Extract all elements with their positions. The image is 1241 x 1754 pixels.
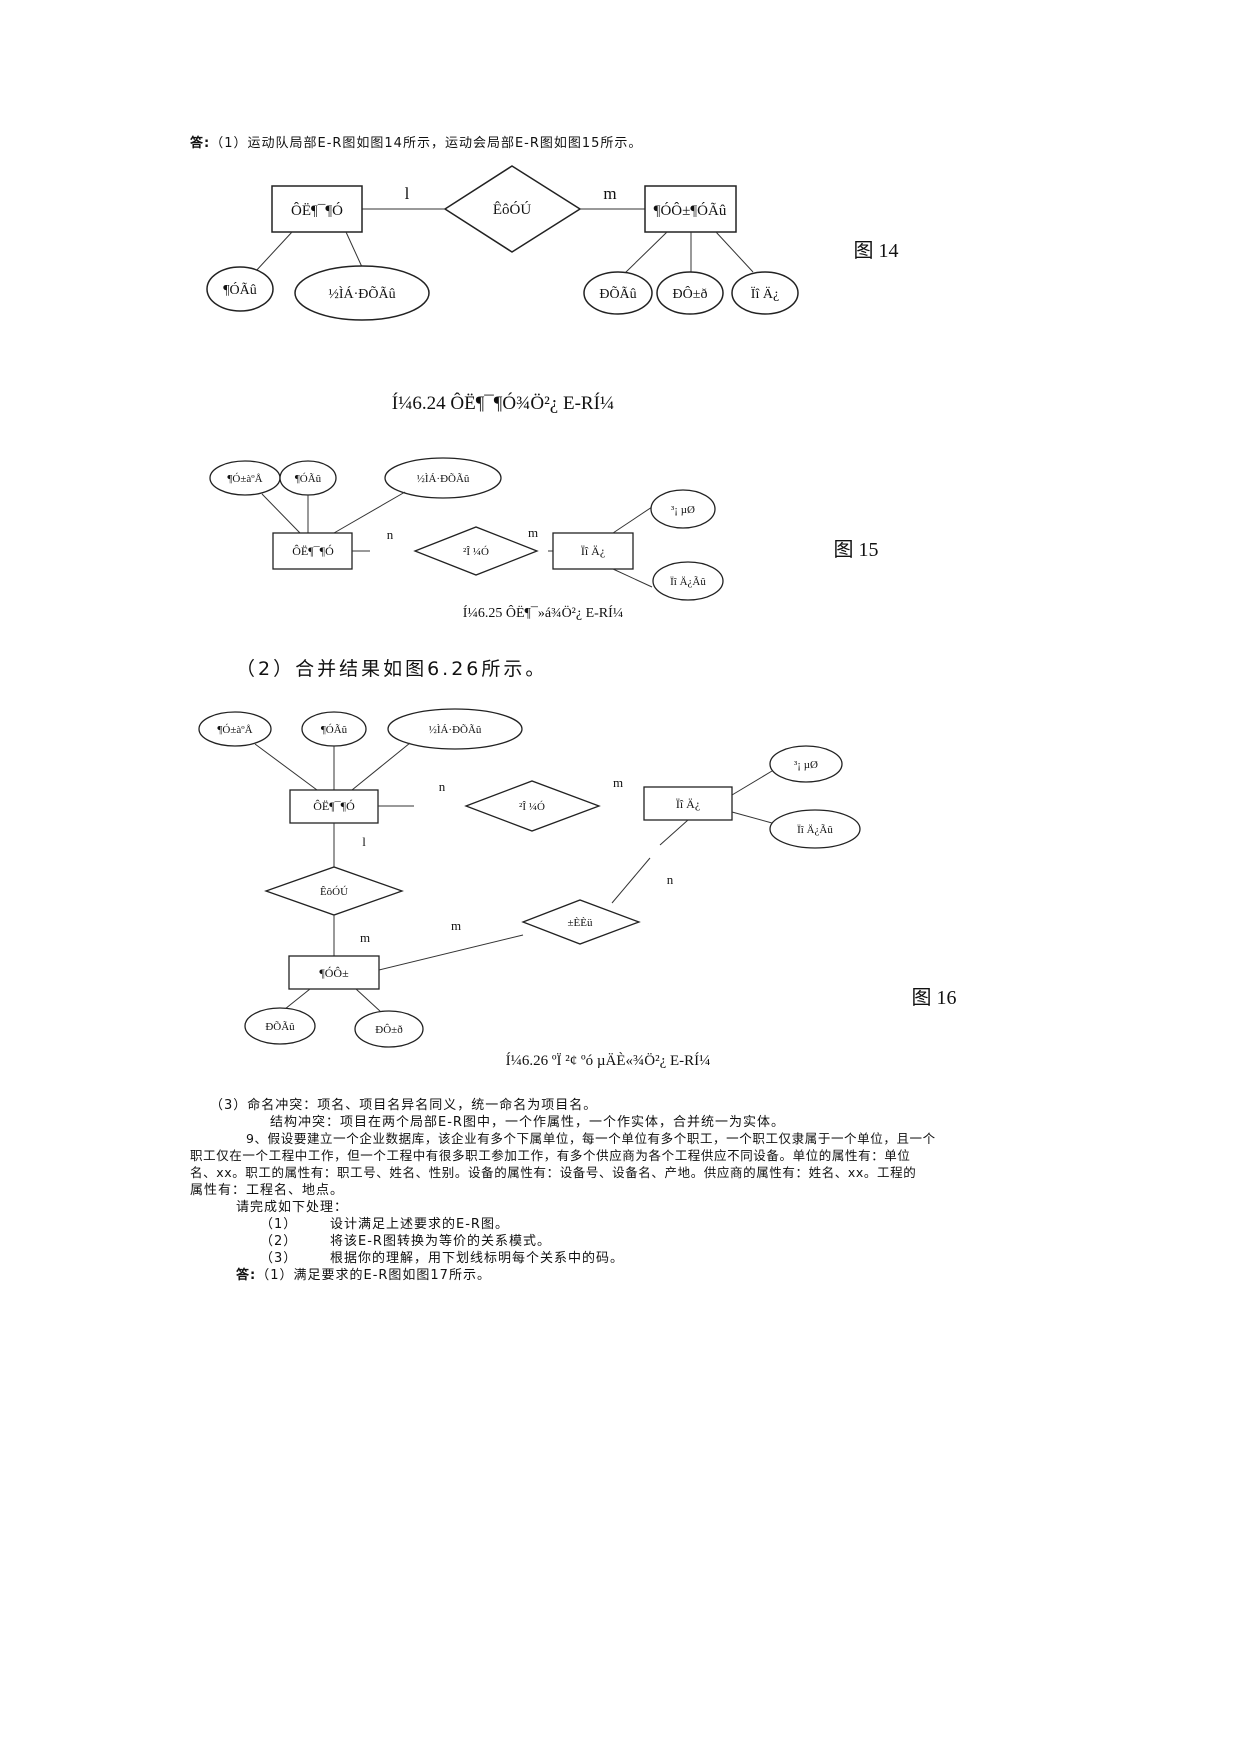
- entity-label: ÔË¶¯¶Ó: [291, 202, 343, 219]
- task-number: （3）: [260, 1251, 298, 1266]
- figure-label: 图 15: [834, 539, 879, 561]
- attribute-label: ÐÔ±ð: [673, 285, 708, 302]
- entity-box: [288, 955, 380, 990]
- attribute-ellipse: [244, 1007, 316, 1045]
- attribute-label: ¶ÓÃû: [223, 281, 257, 298]
- attribute-label: ½ÌÁ·ÐÕÃû: [429, 724, 482, 736]
- entity-label: Ïî Ä¿: [581, 544, 605, 558]
- attribute-ellipse: [583, 271, 653, 315]
- attribute-label: Ïî Ä¿Ãû: [797, 824, 833, 836]
- attribute-label: ¶Ó±àºÅ: [217, 724, 252, 736]
- attribute-ellipse: [769, 809, 861, 849]
- attribute-ellipse: [384, 457, 502, 499]
- attribute-ellipse: [198, 711, 272, 747]
- attribute-ellipse: [769, 745, 843, 783]
- question-line: 职工仅在一个工程中工作，但一个工程中有很多职工参加工作，有多个供应商为各个工程供…: [190, 1148, 911, 1163]
- entity-box: [272, 532, 353, 570]
- answer-text: （1）满足要求的E-R图如图17所示。: [256, 1268, 491, 1283]
- answer-label: 答:: [190, 136, 211, 151]
- attribute-label: ¶ÓÃû: [321, 724, 348, 736]
- attribute-label: ³¡ µØ: [794, 759, 818, 771]
- cardinality-label: m: [603, 184, 616, 203]
- attribute-label: ½ÌÁ·ÐÕÃû: [328, 285, 395, 302]
- relationship-diamond: [443, 165, 582, 253]
- entity-label: ÔË¶¯¶Ó: [313, 799, 355, 813]
- attribute-label: ¶Ó±àºÅ: [227, 473, 262, 485]
- attribute-label: ÐÕÃû: [265, 1021, 295, 1033]
- cardinality-label: m: [528, 525, 538, 540]
- relationship-diamond: [464, 780, 601, 832]
- relationship-diamond: [521, 899, 641, 945]
- attribute-ellipse: [656, 271, 724, 315]
- attribute-label: ³¡ µØ: [671, 504, 695, 516]
- relationship-label: ±ÈÈü: [568, 917, 593, 929]
- entity-label: ¶ÓÔ±¶ÓÃû: [654, 202, 727, 219]
- figure-label: 图 14: [854, 240, 899, 262]
- attribute-label: ÐÕÃû: [599, 285, 636, 302]
- entity-label: ¶ÓÔ±: [319, 966, 349, 980]
- cardinality-label: l: [405, 184, 410, 203]
- cardinality-label: m: [360, 930, 370, 945]
- structure-conflict-line: 结构冲突：项目在两个局部E-R图中，一个作属性，一个作实体，合并统一为实体。: [270, 1115, 785, 1130]
- relationship-label: ²Î ¼Ó: [519, 801, 545, 813]
- entity-box: [643, 786, 733, 821]
- entity-label: ÔË¶¯¶Ó: [292, 544, 334, 558]
- entity-label: Ïî Ä¿: [676, 797, 700, 811]
- task-text: 设计满足上述要求的E-R图。: [330, 1217, 509, 1232]
- instruction-line: 请完成如下处理：: [236, 1200, 349, 1215]
- naming-conflict-line: （3）命名冲突：项名、项目名异名同义，统一命名为项目名。: [210, 1098, 598, 1113]
- attribute-label: ÐÔ±ð: [375, 1024, 403, 1036]
- attribute-ellipse: [387, 708, 523, 750]
- answer-line: 答:（1）满足要求的E-R图如图17所示。: [236, 1264, 491, 1283]
- relationship-label: ÊôÓÚ: [493, 201, 531, 218]
- task-number: （1）: [260, 1217, 298, 1232]
- figure-caption: Í¼6.25 ÔË¶¯»á¾Ö²¿ E-RÍ¼: [463, 604, 624, 621]
- question-line: 9、假设要建立一个企业数据库，该企业有多个下属单位，每一个单位有多个职工，一个职…: [246, 1131, 936, 1146]
- attribute-label: Ïî Ä¿: [751, 285, 779, 302]
- task-number: （2）: [260, 1234, 298, 1249]
- cardinality-label: m: [451, 918, 461, 933]
- attribute-label: ¶ÓÃû: [295, 473, 322, 485]
- relationship-diamond: [264, 866, 404, 916]
- merge-text: （2）合并结果如图6.26所示。: [236, 658, 548, 680]
- figure-caption: Í¼6.24 ÔË¶¯¶Ó¾Ö²¿ E-RÍ¼: [392, 392, 614, 414]
- cardinality-label: n: [387, 527, 394, 542]
- entity-box: [644, 185, 737, 233]
- question-line: 名、xx。职工的属性有：职工号、姓名、性别。设备的属性有：设备号、设备名、产地。…: [190, 1165, 917, 1180]
- task-text: 将该E-R图转换为等价的关系模式。: [330, 1234, 551, 1249]
- intro-line: 答:（1）运动队局部E-R图如图14所示，运动会局部E-R图如图15所示。: [190, 132, 642, 151]
- task-text: 根据你的理解，用下划线标明每个关系中的码。: [330, 1251, 625, 1266]
- question-line: 属性有：工程名、地点。: [190, 1183, 345, 1198]
- attribute-ellipse: [652, 561, 724, 601]
- figure-label: 图 16: [912, 987, 957, 1009]
- intro-text: （1）运动队局部E-R图如图14所示，运动会局部E-R图如图15所示。: [210, 136, 643, 151]
- cardinality-label: n: [667, 872, 674, 887]
- attribute-ellipse: [294, 265, 430, 321]
- relationship-label: ²Î ¼Ó: [463, 546, 489, 558]
- relationship-label: ÊôÓÚ: [320, 886, 348, 898]
- attribute-label: ½ÌÁ·ÐÕÃû: [417, 473, 470, 485]
- answer-label: 答:: [236, 1268, 257, 1283]
- attribute-ellipse: [650, 489, 716, 529]
- entity-box: [552, 532, 634, 570]
- attribute-ellipse: [731, 271, 799, 315]
- cardinality-label: m: [613, 775, 623, 790]
- relationship-diamond: [413, 526, 539, 576]
- entity-box: [271, 185, 363, 233]
- attribute-ellipse: [206, 266, 274, 312]
- figure-15: ¶Ó±àºÅ ¶ÓÃû ½ÌÁ·ÐÕÃû ÔË¶¯¶Ó n ²Î ¼Ó m Ïî…: [209, 457, 879, 621]
- cardinality-label: l: [362, 834, 366, 849]
- cardinality-label: n: [439, 779, 446, 794]
- attribute-ellipse: [354, 1010, 424, 1048]
- attribute-label: Ïî Ä¿Ãû: [670, 576, 706, 588]
- entity-box: [289, 789, 379, 824]
- figure-14: ÔË¶¯¶Ó ÊôÓÚ l m ¶ÓÔ±¶ÓÃû ¶ÓÃû ½ÌÁ·ÐÕÃû Ð…: [206, 165, 899, 414]
- figure-16: ¶Ó±àºÅ ¶ÓÃû ½ÌÁ·ÐÕÃû ÔË¶¯¶Ó n ²Î ¼Ó m Ïî…: [198, 708, 957, 1069]
- figure-caption: Í¼6.26 ºÏ ²¢ ºó µÄÈ«¾Ö²¿ E-RÍ¼: [506, 1052, 711, 1069]
